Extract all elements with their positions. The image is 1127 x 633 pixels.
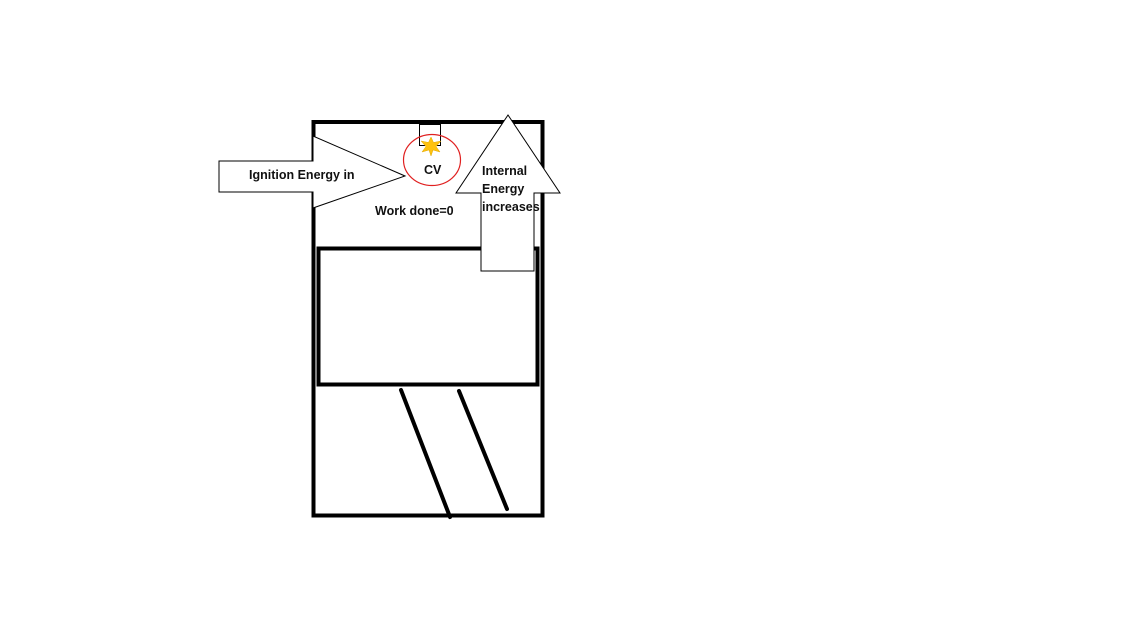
internal-energy-label-line1: Internal: [482, 164, 527, 178]
internal-energy-arrow: [455, 114, 561, 272]
ignition-energy-label: Ignition Energy in: [249, 168, 355, 182]
connecting-rod-left: [399, 388, 452, 519]
internal-energy-label-line2: Energy: [482, 182, 524, 196]
cylinder-outline: [311, 120, 545, 518]
spark-icon: [420, 136, 442, 157]
work-done-label: Work done=0: [375, 204, 454, 218]
ignition-energy-arrow: [218, 135, 407, 209]
control-volume-label: CV: [424, 163, 442, 177]
control-volume-circle: [402, 133, 462, 187]
piston: [316, 246, 540, 387]
internal-energy-label-line3: increases: [482, 200, 540, 214]
connecting-rod-right: [457, 389, 509, 511]
